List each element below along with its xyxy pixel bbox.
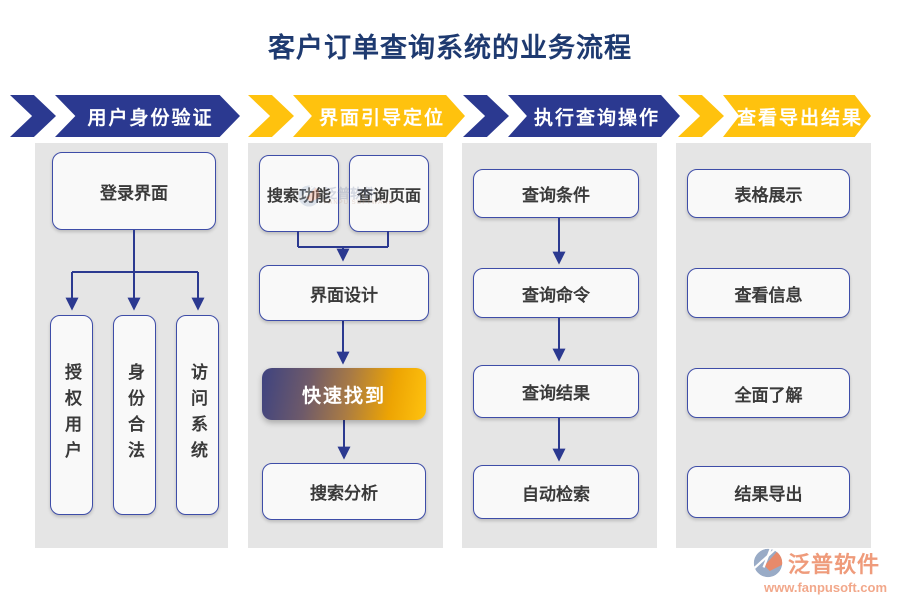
watermark-brand-text: 泛普软件 [324, 185, 377, 201]
node-identity-valid: 身份合法 [113, 315, 156, 515]
banner-label: 查看导出结果 [736, 107, 863, 129]
node-access-system: 访问系统 [176, 315, 219, 515]
node-label: 访问系统 [188, 363, 207, 467]
banner-chevron-icon [248, 95, 294, 137]
banner-label: 界面引导定位 [318, 107, 445, 129]
node-label: 全面了解 [734, 385, 803, 405]
node-label: 搜索功能 [267, 182, 331, 206]
node-label: 授权用户 [62, 363, 81, 467]
banner-exec-query: 执行查询操作 [508, 95, 680, 137]
banner-chevron-icon [463, 95, 509, 137]
node-label: 搜索分析 [310, 484, 378, 503]
watermark-logo-icon [298, 185, 320, 207]
node-search-analysis: 搜索分析 [262, 463, 426, 520]
node-authorized-user: 授权用户 [50, 315, 93, 515]
node-result-export: 结果导出 [687, 466, 850, 518]
node-label: 自动检索 [522, 484, 590, 504]
node-query-condition: 查询条件 [473, 169, 639, 218]
node-query-page: 查询页面 [349, 155, 429, 232]
footer-logo: 泛普软件 www.fanpusoft.com [752, 547, 887, 595]
banner-ui-guide: 界面引导定位 [293, 95, 465, 137]
footer-url-text: www.fanpusoft.com [764, 580, 888, 595]
node-label: 快速找到 [301, 385, 386, 407]
banner-label: 执行查询操作 [533, 107, 660, 129]
node-query-command: 查询命令 [473, 268, 639, 318]
node-label: 查询页面 [356, 187, 421, 205]
page-title: 客户订单查询系统的业务流程 [268, 33, 632, 63]
node-label: 查询结果 [522, 384, 590, 403]
brand-watermark: 泛普软件 FANPU SOFTWARE [297, 184, 393, 208]
banner-view-export: 查看导出结果 [723, 95, 871, 137]
banner-chevron-icon [10, 95, 56, 137]
banner-user-auth: 用户身份验证 [55, 95, 240, 137]
node-label: 界面设计 [310, 285, 378, 305]
node-table-display: 表格展示 [687, 169, 850, 218]
node-quick-find-highlight: 快速找到 [262, 368, 426, 420]
node-auto-retrieve: 自动检索 [473, 465, 639, 519]
fanpu-logo-icon [753, 548, 783, 578]
node-label: 查看信息 [734, 285, 803, 305]
node-label: 表格展示 [734, 186, 803, 205]
node-label: 查询条件 [522, 186, 590, 205]
node-label: 查询命令 [522, 285, 590, 305]
footer-brand-text: 泛普软件 [788, 552, 881, 577]
banner-label: 用户身份验证 [87, 107, 214, 129]
node-label: 结果导出 [734, 484, 803, 504]
node-login-screen: 登录界面 [52, 152, 216, 230]
node-view-info: 查看信息 [687, 268, 850, 318]
node-label: 身份合法 [125, 363, 144, 467]
watermark-brand-en: FANPU SOFTWARE [324, 199, 394, 206]
node-search-function: 搜索功能 [259, 155, 339, 232]
node-ui-design: 界面设计 [259, 265, 429, 321]
node-full-understanding: 全面了解 [687, 368, 850, 418]
node-label: 登录界面 [100, 183, 168, 203]
banner-chevron-icon [678, 95, 724, 137]
node-query-result: 查询结果 [473, 365, 639, 418]
